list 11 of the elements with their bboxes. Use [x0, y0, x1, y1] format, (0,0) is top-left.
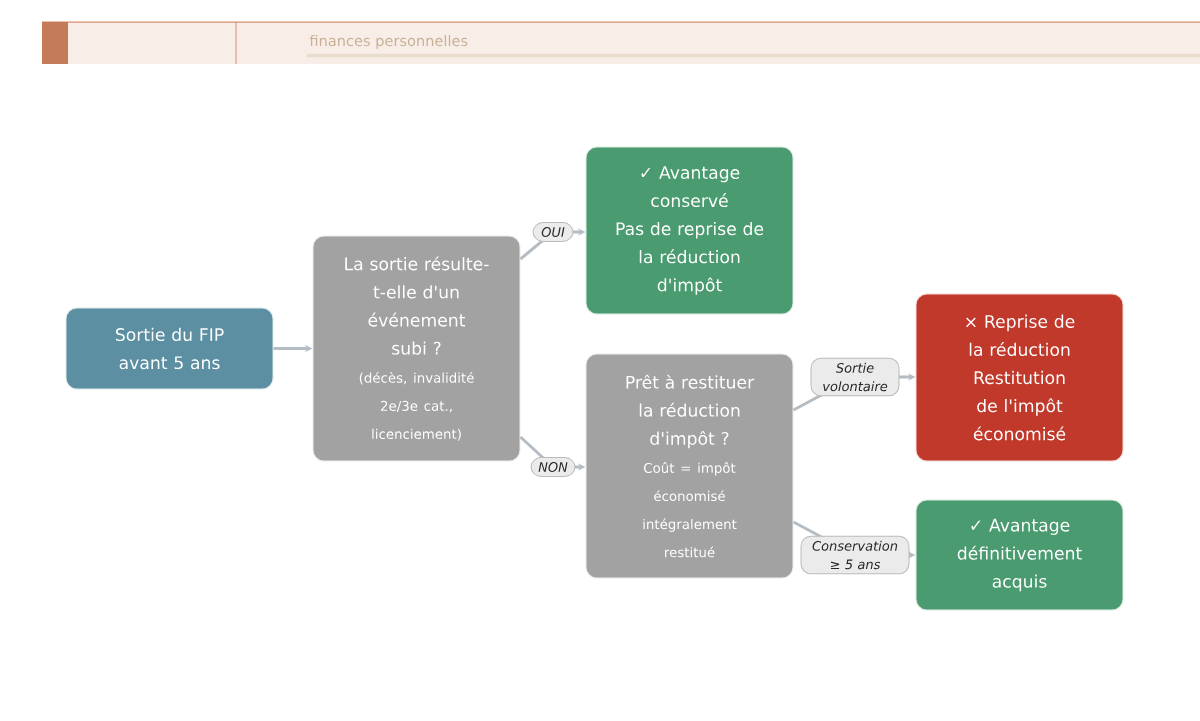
edge-label: OUI — [532, 222, 574, 242]
outcome-box: ✓ Avantage conservé Pas de reprise de la réduction d'impôt — [585, 146, 794, 315]
decision-box: Prêt à restituer la réduction d'impôt ? Coût = impôt économisé intégralement restitué — [585, 353, 794, 579]
outcome-box: × Reprise de la réduction Restitution de l'impôt économisé — [915, 293, 1124, 462]
decision-box: La sortie résulte-t-elle d'un événement subi ? (décès, invalidité 2e/3e cat., licenciement) — [312, 235, 521, 462]
outcome-box: ✓ Avantage définitivement acquis — [915, 499, 1124, 611]
edge-label: Conservation ≥ 5 ans — [800, 535, 910, 575]
tagline: finances personnelles — [309, 34, 468, 50]
start-box: Sortie du FIP avant 5 ans — [65, 307, 274, 390]
edge-label: Sortie volontaire — [810, 357, 900, 397]
edge-label: NON — [530, 457, 576, 477]
